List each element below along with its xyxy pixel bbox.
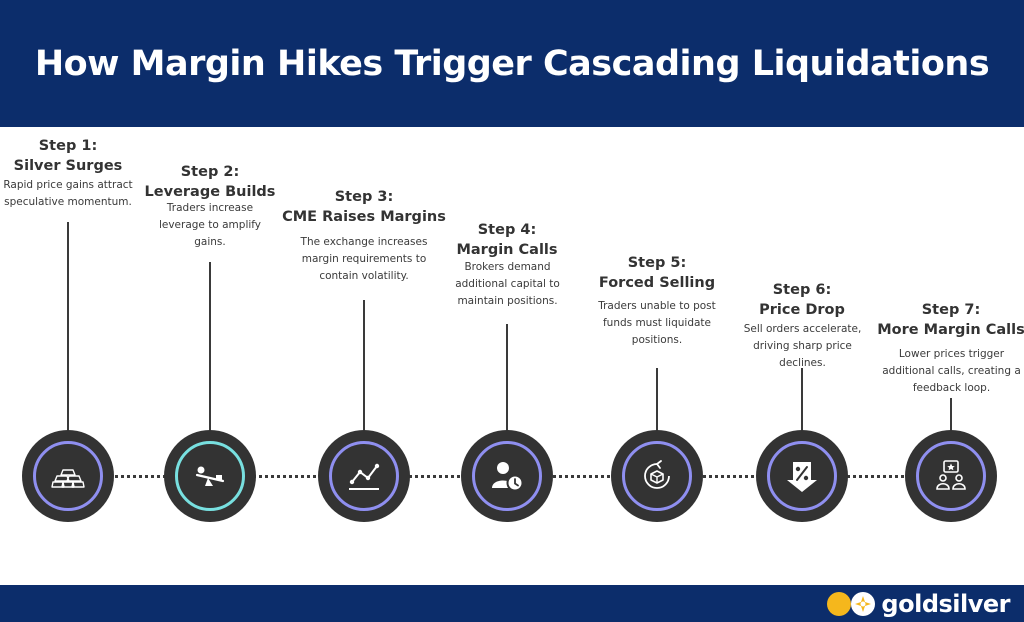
step-node <box>905 430 997 522</box>
step-heading: Step 4: Margin Calls <box>417 220 597 260</box>
step-stem <box>67 222 69 432</box>
brand-mark-icon <box>827 589 877 619</box>
goldsilver-logo[interactable]: goldsilver <box>827 589 1010 619</box>
step-description: The exchange increases margin requiremen… <box>300 236 428 282</box>
cycle-box-icon <box>644 460 670 489</box>
step-node <box>164 430 256 522</box>
step-stem <box>506 324 508 432</box>
step-stem <box>801 368 803 432</box>
step-number: Step 6: <box>772 282 832 298</box>
line-chart-icon <box>349 463 380 490</box>
step-stem <box>209 262 211 432</box>
group-star-icon <box>936 460 966 490</box>
step-number: Step 1: <box>38 138 98 154</box>
step-title: CME Raises Margins <box>282 209 446 225</box>
step-heading: Step 2: Leverage Builds <box>120 162 300 202</box>
step-ring <box>472 441 542 511</box>
step-ring <box>329 441 399 511</box>
step-heading: Step 1: Silver Surges <box>0 136 158 176</box>
step-node <box>22 430 114 522</box>
brand-name: goldsilver <box>881 590 1010 618</box>
footer-bar: goldsilver <box>0 585 1024 622</box>
seesaw-lever-icon <box>195 466 225 486</box>
step-node <box>611 430 703 522</box>
step-stem <box>950 398 952 432</box>
step-node <box>318 430 410 522</box>
step-title: Forced Selling <box>598 275 716 291</box>
step-title: Leverage Builds <box>144 184 276 200</box>
step-ring <box>916 441 986 511</box>
step-node <box>756 430 848 522</box>
step-description: Brokers demand additional capital to mai… <box>455 261 560 307</box>
step-stem <box>363 300 365 432</box>
step-ring <box>175 441 245 511</box>
step-stem <box>656 368 658 432</box>
step-number: Step 5: <box>627 255 687 271</box>
page-title: How Margin Hikes Trigger Cascading Liqui… <box>34 43 990 84</box>
user-phone-icon <box>492 462 524 492</box>
step-heading: Step 6: Price Drop <box>712 280 892 320</box>
step-description: Traders unable to post funds must liquid… <box>598 300 716 346</box>
step-description: Traders increase leverage to amplify gai… <box>158 202 262 248</box>
header-banner: How Margin Hikes Trigger Cascading Liqui… <box>0 0 1024 127</box>
step-title: More Margin Calls <box>877 322 1024 338</box>
step-ring <box>33 441 103 511</box>
step-heading: Step 3: CME Raises Margins <box>274 187 454 227</box>
step-number: Step 2: <box>180 164 240 180</box>
step-description: Sell orders accelerate, driving sharp pr… <box>743 323 862 369</box>
step-node <box>461 430 553 522</box>
step-description: Rapid price gains attract speculative mo… <box>3 179 133 208</box>
step-heading: Step 7: More Margin Calls <box>861 300 1024 340</box>
silver-bars-icon <box>51 469 85 488</box>
percent-down-icon <box>787 462 817 492</box>
step-number: Step 3: <box>334 189 394 205</box>
step-number: Step 7: <box>921 302 981 318</box>
step-title: Margin Calls <box>456 242 558 258</box>
step-description: Lower prices trigger additional calls, c… <box>882 348 1021 394</box>
step-heading: Step 5: Forced Selling <box>567 253 747 293</box>
step-number: Step 4: <box>477 222 537 238</box>
step-ring <box>622 441 692 511</box>
step-title: Price Drop <box>759 302 845 318</box>
step-ring <box>767 441 837 511</box>
step-title: Silver Surges <box>13 158 123 174</box>
